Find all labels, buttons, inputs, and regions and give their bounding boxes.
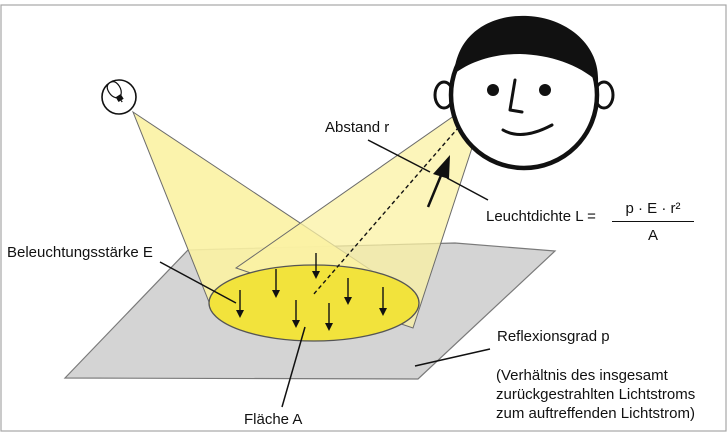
luminance-label: Leuchtdichte L = <box>486 208 596 225</box>
frame-border <box>0 4 727 432</box>
reflectance-note-line2: zurückgestrahlten Lichtstroms <box>496 386 696 403</box>
luminance-formula: p · E · r² A <box>612 200 694 245</box>
leader-lines <box>159 139 491 408</box>
face-icon <box>433 15 615 171</box>
formula-numerator: p · E · r² <box>625 200 681 217</box>
lit-area-ellipse <box>208 264 420 342</box>
reflectance-note-line1: (Verhältnis des insgesamt <box>496 367 668 384</box>
reflectance-note-line3: zum auftreffenden Lichtstrom) <box>496 405 695 422</box>
leader-illuminance <box>159 261 237 304</box>
reflection-arrow <box>426 155 450 208</box>
incident-arrows <box>236 253 387 331</box>
reflectance-label: Reflexionsgrad p <box>497 328 610 345</box>
leader-luminance <box>446 177 489 201</box>
distance-label: Abstand r <box>325 119 390 136</box>
leader-distance <box>367 139 431 173</box>
light-bulb-icon <box>101 79 137 115</box>
leader-reflectance <box>414 348 491 367</box>
formula-denominator: A <box>647 227 658 244</box>
fraction-bar <box>612 221 694 222</box>
leader-area <box>281 326 306 408</box>
area-label: Fläche A <box>244 411 303 428</box>
illuminance-label: Beleuchtungsstärke E <box>7 244 153 261</box>
